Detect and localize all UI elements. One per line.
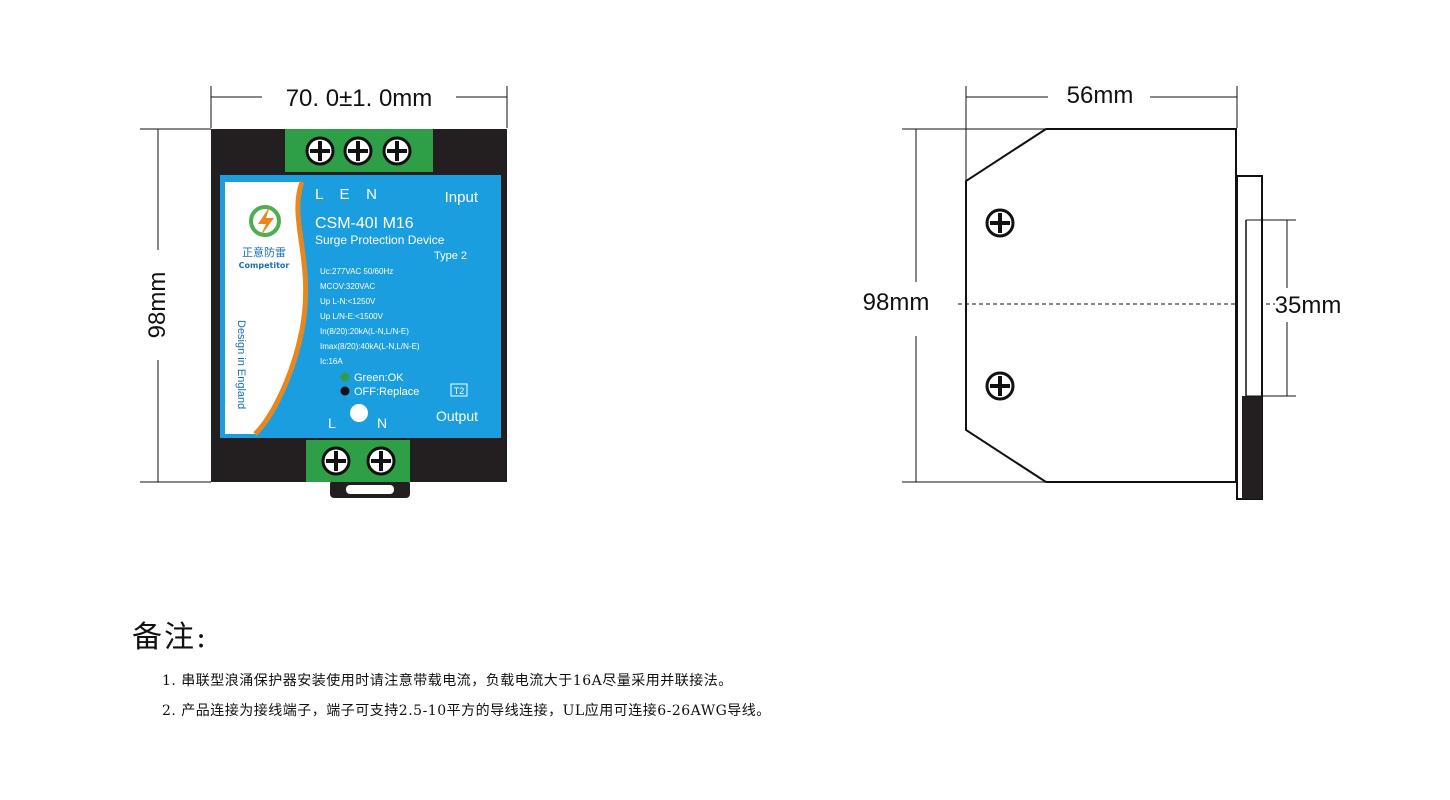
notes-section: 备注: 1. 串联型浪涌保护器安装使用时请注意带载电流，负载电流大于16A尽量采… xyxy=(132,612,771,730)
side-view: 56mm 98mm 35mm xyxy=(863,82,1342,500)
brand-cn: 正意防雷 xyxy=(242,245,286,259)
screw-n-output-icon xyxy=(366,446,396,476)
spec-line-2: MCOV:320VAC xyxy=(320,282,375,291)
t2-text: T2 xyxy=(454,386,465,396)
subtitle-text: Surge Protection Device xyxy=(315,233,445,247)
output-terminal-l: L xyxy=(328,415,336,431)
spec-line-7: Ic:16A xyxy=(320,357,343,366)
side-screw-top-icon xyxy=(985,208,1015,238)
input-terminal-letters: L E N xyxy=(315,186,377,203)
model-text: CSM-40I M16 xyxy=(315,215,414,232)
status-window-icon xyxy=(350,404,368,422)
side-width-label: 56mm xyxy=(1067,82,1134,109)
screw-l-output-icon xyxy=(321,446,351,476)
spec-line-3: Up L-N:<1250V xyxy=(320,297,376,306)
output-text: Output xyxy=(436,408,478,424)
label-white-strip xyxy=(225,182,306,434)
front-width-label: 70. 0±1. 0mm xyxy=(286,85,433,112)
spec-line-1: Uc:277VAC 50/60Hz xyxy=(320,267,393,276)
status-replace-text: OFF:Replace xyxy=(354,386,419,398)
side-height-label: 98mm xyxy=(863,289,930,316)
screw-l-input-icon xyxy=(305,136,335,166)
label-orange-curve xyxy=(253,181,309,436)
t2-box xyxy=(450,383,468,397)
screw-n-input-icon xyxy=(382,136,412,166)
output-terminal-n: N xyxy=(377,415,387,431)
front-view: 70. 0±1. 0mm 98mm xyxy=(140,85,508,498)
spec-line-5: In(8/20):20kA(L-N,L/N-E) xyxy=(320,327,409,336)
din-clip-slot xyxy=(346,485,394,494)
input-text: Input xyxy=(445,189,479,206)
competitor-logo-icon xyxy=(249,205,281,237)
screw-e-input-icon xyxy=(343,136,373,166)
status-ok-text: Green:OK xyxy=(354,372,404,384)
note-item-2: 2. 产品连接为接线端子，端子可支持2.5-10平方的导线连接，UL应用可连接6… xyxy=(162,703,771,719)
side-body-outline xyxy=(965,128,1237,483)
front-height-label: 98mm xyxy=(144,272,171,339)
brand-en: Competitor xyxy=(239,261,290,270)
type-text: Type 2 xyxy=(434,250,467,262)
green-indicator-icon xyxy=(340,372,350,382)
side-screw-bottom-icon xyxy=(985,371,1015,401)
note-item-1: 1. 串联型浪涌保护器安装使用时请注意带载电流，负载电流大于16A尽量采用并联接… xyxy=(162,673,733,689)
design-in-england: Design in England xyxy=(235,320,247,409)
off-indicator-icon xyxy=(340,386,350,396)
notes-title: 备注: xyxy=(132,620,209,655)
side-clip-latch xyxy=(1242,396,1262,499)
spec-line-4: Up L/N-E:<1500V xyxy=(320,312,384,321)
spec-line-6: Imax(8/20):40kA(L-N,L/N-E) xyxy=(320,342,420,351)
rail-width-label: 35mm xyxy=(1275,292,1342,319)
